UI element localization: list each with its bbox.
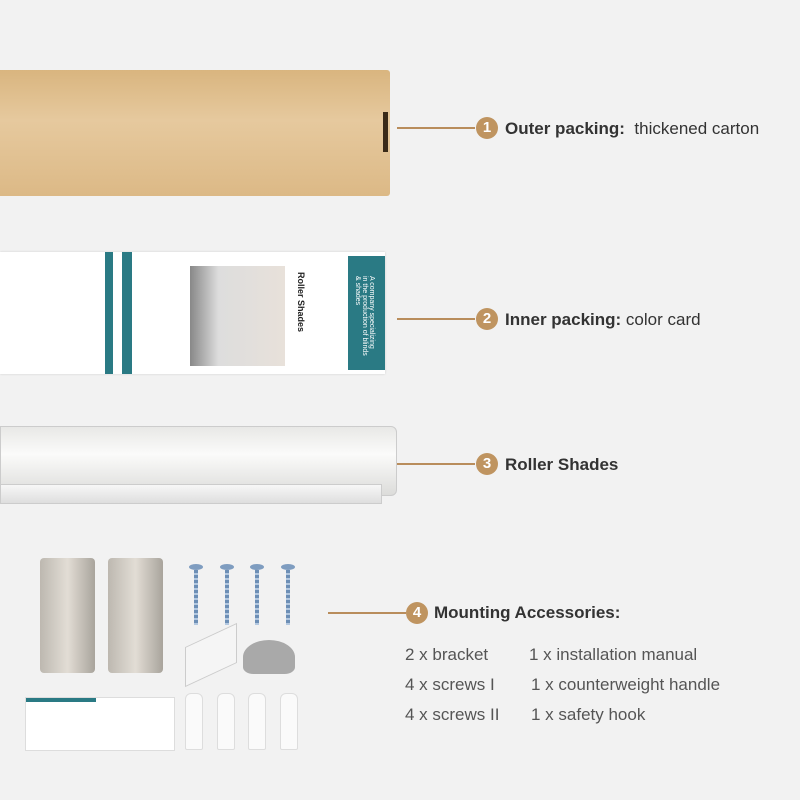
badge-4: 4 [406, 602, 428, 624]
label-desc: thickened carton [634, 119, 760, 138]
label-mounting-accessories: Mounting Accessories: [434, 603, 620, 623]
leader-line-4 [328, 612, 406, 614]
leader-line-2 [397, 318, 475, 320]
card-title: Roller Shades [296, 272, 306, 333]
accessory-item: 2 x bracket [405, 645, 489, 664]
badge-3: 3 [476, 453, 498, 475]
label-inner-packing: Inner packing: color card [505, 310, 701, 330]
accessory-item: 4 x screws I [405, 675, 495, 694]
wall-anchor-image [185, 693, 203, 750]
wall-anchor-image [217, 693, 235, 750]
bracket-image [108, 558, 163, 673]
label-title: Outer packing: [505, 119, 625, 138]
wall-anchor-image [248, 693, 266, 750]
outer-carton-image [0, 70, 390, 196]
safety-hook-image [185, 622, 237, 688]
label-roller-shades: Roller Shades [505, 455, 618, 475]
label-title: Inner packing: [505, 310, 622, 329]
label-title: Roller Shades [505, 455, 619, 474]
accessory-item: 4 x screws II [405, 705, 500, 724]
label-outer-packing: Outer packing: thickened carton [505, 119, 759, 139]
screw-image [250, 564, 264, 625]
screw-image [220, 564, 234, 625]
label-title: Mounting Accessories: [434, 603, 621, 622]
installation-manual-image [25, 697, 175, 751]
leader-line-1 [397, 127, 475, 129]
card-tagline: A company specializing in the production… [354, 276, 375, 356]
badge-1: 1 [476, 117, 498, 139]
color-card-image: Roller Shades A company specializing in … [0, 252, 385, 374]
accessory-item: 1 x installation manual [529, 645, 698, 664]
label-desc: color card [625, 310, 701, 329]
badge-2: 2 [476, 308, 498, 330]
leader-line-3 [397, 463, 475, 465]
accessory-item: 1 x counterweight handle [531, 675, 721, 694]
wall-anchor-image [280, 693, 298, 750]
roller-shade-image [0, 418, 397, 508]
screw-image [189, 564, 203, 625]
bracket-image [40, 558, 95, 673]
counterweight-handle-image [243, 640, 295, 674]
accessory-item: 1 x safety hook [531, 705, 646, 724]
screw-image [281, 564, 295, 625]
